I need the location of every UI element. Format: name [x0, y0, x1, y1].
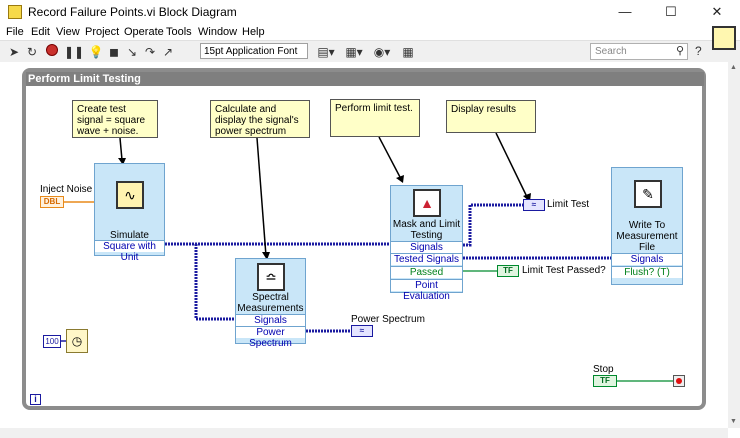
wait-ms-constant[interactable]: 100 [43, 335, 61, 348]
step-over-icon[interactable]: ↷ [144, 45, 156, 59]
arrow-4 [495, 132, 529, 200]
wire-signal-to-spectral [194, 244, 235, 321]
power-spectrum-indicator[interactable]: ≈ [351, 325, 373, 337]
step-into-icon[interactable]: ↘ [126, 45, 138, 59]
inject-noise-control[interactable]: DBL [40, 196, 64, 208]
structure-label: Perform Limit Testing [26, 72, 704, 86]
reorder-icon[interactable]: ◉▾ [373, 45, 391, 59]
comment-1[interactable]: Create test signal = square wave + noise… [72, 100, 158, 138]
mask-limit-testing-vi[interactable]: ▲ Mask and Limit Testing Signals Tested … [390, 185, 463, 302]
menu-view[interactable]: View [56, 26, 80, 38]
limit-test-passed-indicator[interactable]: TF [497, 265, 519, 277]
comment-4[interactable]: Display results [446, 100, 536, 133]
spectral-signals-terminal[interactable]: Signals [236, 314, 305, 326]
wires [62, 132, 674, 382]
align-objects-icon[interactable]: ▤▾ [317, 45, 335, 59]
power-spectrum-terminal[interactable]: Power Spectrum [236, 326, 305, 349]
simulate-signal-icon: ∿ [116, 181, 144, 209]
highlight-execution-icon[interactable]: 💡 [88, 45, 104, 59]
app-icon [8, 5, 22, 19]
info-icon[interactable]: i [30, 394, 41, 405]
close-button[interactable]: ✕ [711, 4, 723, 19]
inject-noise-label: Inject Noise [40, 184, 93, 195]
step-out-icon[interactable]: ↗ [162, 45, 174, 59]
spectral-measurements-name: Spectral Measurements [237, 292, 304, 314]
menu-edit[interactable]: Edit [31, 26, 50, 38]
scroll-up-icon[interactable]: ▲ [730, 64, 737, 71]
menu-project[interactable]: Project [85, 26, 120, 38]
write-file-icon: ✎ [634, 180, 662, 208]
arrow-2 [256, 137, 267, 257]
menu-bar: File Edit View Project Operate Tools Win… [0, 24, 740, 40]
pause-icon[interactable]: ❚❚ [64, 45, 85, 59]
menu-tools[interactable]: Tools [166, 26, 192, 38]
write-signals-terminal[interactable]: Signals [612, 253, 682, 265]
simulate-signal-vi[interactable]: ∿ Simulate Signal Square with Unit [94, 163, 165, 263]
loop-condition-terminal[interactable] [673, 375, 685, 387]
spectral-measurements-vi[interactable]: ≏ Spectral Measurements Signals Power Sp… [235, 258, 306, 349]
tested-signals-terminal[interactable]: Tested Signals [391, 253, 462, 265]
context-help-icon[interactable] [712, 26, 736, 50]
limit-test-indicator[interactable]: ≈ [523, 199, 545, 211]
menu-file[interactable]: File [6, 26, 24, 38]
stop-control[interactable]: TF [593, 375, 617, 387]
stop-label: Stop [593, 364, 614, 375]
write-file-name: Write To Measurement File [616, 220, 678, 253]
font-select[interactable]: 15pt Application Font [200, 43, 308, 59]
menu-help[interactable]: Help [242, 26, 265, 38]
minimize-button[interactable]: — [618, 4, 632, 19]
comment-3[interactable]: Perform limit test. [330, 99, 420, 137]
comment-2[interactable]: Calculate and display the signal's power… [210, 100, 310, 138]
menu-operate[interactable]: Operate [124, 26, 164, 38]
run-continuously-icon[interactable]: ↻ [26, 45, 38, 59]
run-arrow-icon[interactable]: ➤ [8, 45, 20, 59]
power-spectrum-label: Power Spectrum [351, 314, 425, 325]
horizontal-scrollbar[interactable] [0, 428, 728, 438]
menu-window[interactable]: Window [198, 26, 238, 38]
spectral-measurements-icon: ≏ [257, 263, 285, 291]
passed-terminal[interactable]: Passed [391, 266, 462, 278]
search-placeholder: Search [595, 46, 627, 57]
help-icon[interactable]: ? [695, 44, 702, 58]
point-evaluation-terminal[interactable]: Point Evaluation [391, 279, 462, 302]
mask-signals-terminal[interactable]: Signals [391, 241, 462, 253]
clock-icon: ◷ [71, 334, 83, 348]
structure-frame[interactable] [22, 68, 706, 410]
search-icon[interactable]: ⚲ [675, 45, 684, 57]
retain-wire-values-icon[interactable]: ◼ [109, 45, 119, 59]
limit-test-label: Limit Test [547, 199, 590, 210]
arrow-1 [119, 137, 123, 161]
write-measurement-file-vi[interactable]: ✎ Write To Measurement File Signals Flus… [611, 167, 683, 285]
wait-ms-function[interactable]: ◷ [66, 329, 88, 353]
limit-test-passed-label: Limit Test Passed? [522, 265, 606, 276]
maximize-button[interactable]: ☐ [665, 4, 677, 19]
flush-terminal[interactable]: Flush? (T) [612, 266, 682, 278]
stop-condition-icon [676, 378, 682, 384]
cleanup-diagram-icon[interactable]: ▦ [402, 45, 414, 59]
mask-limit-name: Mask and Limit Testing [392, 219, 461, 241]
arrow-3 [378, 136, 402, 180]
vertical-scrollbar[interactable]: ▲ ▼ [728, 62, 740, 428]
window-title: Record Failure Points.vi Block Diagram [28, 5, 237, 19]
abort-icon[interactable] [44, 44, 60, 60]
wire-to-limit-test [463, 203, 523, 247]
search-input[interactable]: Search ⚲ [590, 43, 688, 60]
mask-limit-icon: ▲ [413, 189, 441, 217]
distribute-objects-icon[interactable]: ▦▾ [345, 45, 363, 59]
scroll-down-icon[interactable]: ▼ [730, 418, 737, 425]
toolbar: ➤ ↻ ❚❚ 💡 ◼ ↘ ↷ ↗ 15pt Application Font ▤… [0, 40, 740, 64]
square-with-unit-terminal[interactable]: Square with Unit [95, 240, 164, 263]
title-bar: Record Failure Points.vi Block Diagram —… [0, 0, 740, 24]
